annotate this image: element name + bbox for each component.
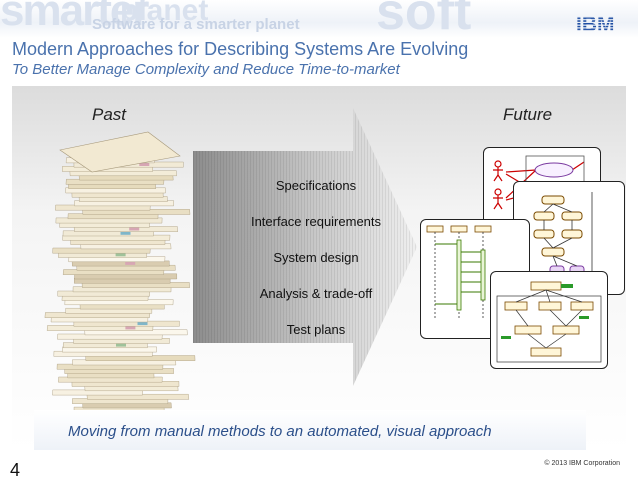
- future-label: Future: [503, 105, 553, 124]
- arrow-item-system-design: System design: [273, 250, 359, 265]
- page-title: Modern Approaches for Describing Systems…: [12, 39, 469, 59]
- watermark-text: smarter: [0, 0, 149, 35]
- logo-text: IBM: [576, 13, 615, 34]
- bottom-statement-bar: [34, 410, 586, 450]
- watermark-text: soft: [376, 0, 472, 38]
- header-banner: smarter planet Software for a smarter pl…: [0, 0, 638, 38]
- paper-stack-icon: [44, 131, 196, 426]
- model-diagrams: [418, 147, 625, 369]
- watermark-text: planet: [120, 0, 209, 27]
- arrow-right-icon: [193, 108, 417, 386]
- page-subtitle: To Better Manage Complexity and Reduce T…: [12, 61, 400, 78]
- page-number: 4: [10, 460, 21, 480]
- bottom-statement: Moving from manual methods to an automat…: [68, 423, 492, 440]
- arrow-item-list: Specifications Interface requirements Sy…: [222, 171, 410, 351]
- arrow-item-test-plans: Test plans: [286, 322, 346, 337]
- past-label: Past: [92, 105, 127, 124]
- block-diagram-card: [490, 271, 608, 369]
- ibm-logo-icon: IBM: [576, 13, 615, 34]
- arrow-item-analysis-trade-off: Analysis & trade-off: [259, 286, 373, 301]
- arrow-item-interface-requirements: Interface requirements: [250, 214, 382, 229]
- uml-diagram-icon: [426, 225, 492, 320]
- arrow-item-specifications: Specifications: [275, 178, 357, 193]
- copyright-text: © 2013 IBM Corporation: [544, 460, 620, 467]
- watermark-text: Software for a smarter planet: [92, 16, 300, 33]
- sysml-diagram-icon: [496, 281, 602, 363]
